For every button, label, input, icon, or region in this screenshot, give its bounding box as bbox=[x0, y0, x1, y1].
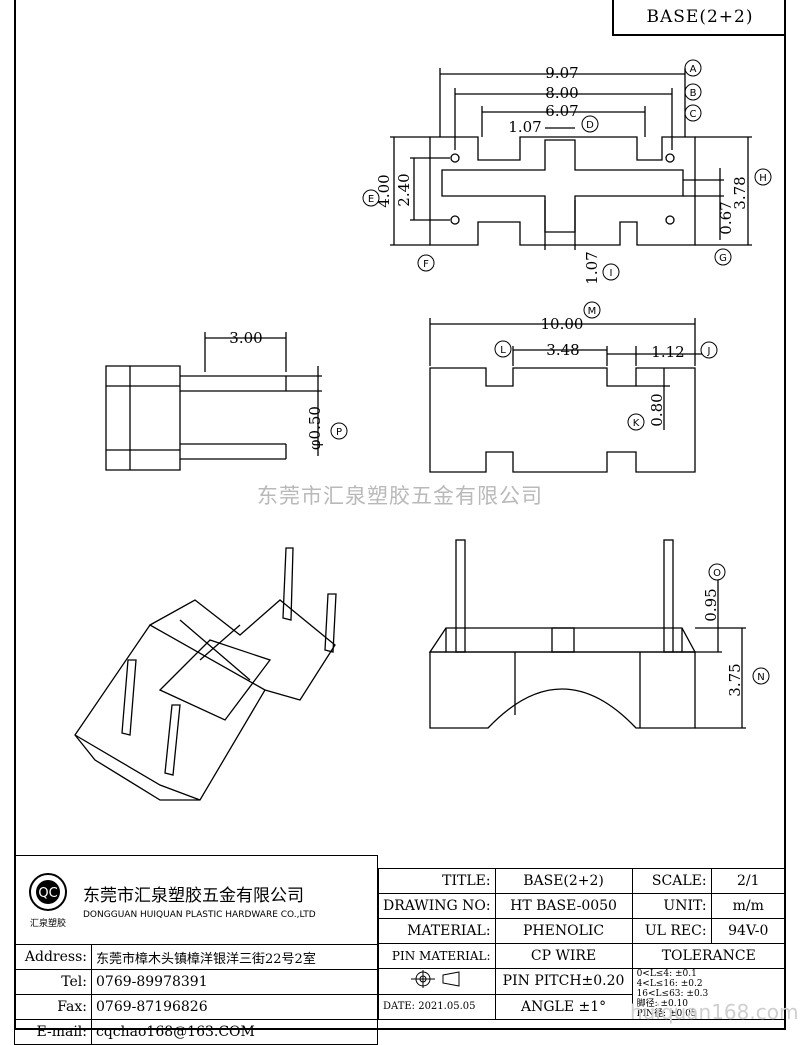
dim-f: 2.40 bbox=[395, 173, 413, 206]
marker-e: E bbox=[368, 194, 374, 205]
marker-h: H bbox=[759, 173, 767, 184]
address-value: 东莞市樟木头镇樟洋银洋三街22号2室 bbox=[91, 944, 378, 970]
marker-b: B bbox=[690, 88, 697, 99]
marker-m: M bbox=[588, 306, 597, 317]
projection-symbol bbox=[378, 968, 496, 995]
top-view-outline bbox=[429, 136, 696, 246]
angle-value: ANGLE ±1° bbox=[494, 993, 633, 1020]
dim-side-dia: φ0.50 bbox=[306, 406, 324, 450]
company-info-block: QC 汇泉塑胶 东莞市汇泉塑胶五金有限公司 DONGGUAN HUIQUAN P… bbox=[14, 855, 378, 1045]
title-value: BASE(2+2) bbox=[494, 868, 633, 894]
logo-mark-icon: QC bbox=[29, 872, 67, 911]
marker-j: J bbox=[707, 346, 711, 357]
drawing-no-label: DRAWING NO: bbox=[378, 893, 496, 919]
url-watermark: huiquan168.com bbox=[630, 1000, 799, 1024]
material-label: MATERIAL: bbox=[378, 918, 496, 944]
email-value: cqchao168@163.COM bbox=[91, 1019, 378, 1045]
dim-side-len: 3.00 bbox=[229, 329, 262, 347]
svg-text:QC: QC bbox=[38, 886, 57, 901]
tol-line2: 4<L≤16: ±0.2 bbox=[636, 979, 703, 989]
pin-material-label: PIN MATERIAL: bbox=[378, 943, 496, 969]
dim-j: 1.12 bbox=[651, 343, 684, 361]
material-value: PHENOLIC bbox=[494, 918, 633, 944]
dim-c: 6.07 bbox=[545, 102, 578, 120]
ul-rec-value: 94V-0 bbox=[710, 918, 787, 944]
tol-pin1: 脚径: ±0.10 bbox=[636, 999, 689, 1009]
dim-d: 1.07 bbox=[508, 118, 541, 136]
date-value: DATE: 2021.05.05 bbox=[378, 993, 496, 1020]
marker-l: L bbox=[500, 345, 506, 356]
fax-value: 0769-87196826 bbox=[91, 994, 378, 1020]
drawing-no-value: HT BASE-0050 bbox=[494, 893, 633, 919]
company-watermark: 东莞市汇泉塑胶五金有限公司 bbox=[257, 484, 543, 508]
marker-a: A bbox=[690, 64, 697, 75]
tol-line3: 16<L≤63: ±0.3 bbox=[636, 989, 709, 999]
dim-n: 3.75 bbox=[726, 663, 744, 696]
pin-material-value: CP WIRE bbox=[494, 943, 633, 969]
projection-icon bbox=[410, 970, 460, 989]
front-view-outline bbox=[429, 367, 696, 473]
title-label: TITLE: bbox=[378, 868, 496, 894]
company-logo: QC 汇泉塑胶 bbox=[19, 872, 77, 929]
elev-view-body bbox=[429, 651, 696, 729]
company-name-en: DONGGUAN HUIQUAN PLASTIC HARDWARE CO.,LT… bbox=[83, 909, 316, 920]
dim-m: 10.00 bbox=[541, 315, 584, 333]
scale-value: 2/1 bbox=[710, 868, 787, 894]
dim-k: 0.80 bbox=[648, 393, 666, 426]
dim-l: 3.48 bbox=[546, 341, 579, 359]
tel-value: 0769-89978391 bbox=[91, 969, 378, 995]
marker-p: P bbox=[336, 427, 342, 438]
marker-g: G bbox=[719, 253, 727, 264]
tel-label: Tel: bbox=[14, 969, 92, 995]
marker-d: D bbox=[586, 120, 594, 131]
marker-n: N bbox=[757, 672, 764, 683]
company-name-cn: 东莞市汇泉塑胶五金有限公司 bbox=[83, 885, 304, 906]
part-code-label: BASE(2+2) bbox=[612, 0, 786, 36]
unit-label: UNIT: bbox=[631, 893, 712, 919]
dim-g: 0.67 bbox=[717, 201, 735, 234]
dim-i: 1.07 bbox=[583, 251, 601, 284]
drawing-frame bbox=[14, 0, 786, 1030]
marker-c: C bbox=[690, 109, 697, 120]
technical-drawing: A B C D E F G H I P M L J K O N 9.07 8.0… bbox=[74, 59, 772, 801]
scale-label: SCALE: bbox=[631, 868, 712, 894]
marker-k: K bbox=[633, 418, 640, 429]
dim-a: 9.07 bbox=[545, 64, 578, 82]
dim-b: 8.00 bbox=[545, 84, 578, 102]
tol-line1: 0<L≤4: ±0.1 bbox=[636, 969, 697, 979]
pin-pitch: PIN PITCH±0.20 bbox=[494, 968, 633, 995]
marker-i: I bbox=[610, 268, 613, 279]
email-label: E-mail: bbox=[14, 1019, 92, 1045]
unit-value: m/m bbox=[710, 893, 787, 919]
marker-f: F bbox=[423, 259, 429, 270]
dim-h: 3.78 bbox=[731, 176, 749, 209]
dim-e: 4.00 bbox=[375, 174, 393, 207]
fax-label: Fax: bbox=[14, 994, 92, 1020]
ul-rec-label: UL REC: bbox=[631, 918, 712, 944]
side-view-body bbox=[105, 365, 181, 471]
title-info-block: TITLE: BASE(2+2) SCALE: 2/1 DRAWING NO: … bbox=[378, 868, 787, 1020]
tol-pin2: PIN径: ±0.05 bbox=[636, 1009, 697, 1019]
dim-o: 0.95 bbox=[702, 588, 720, 621]
tolerance-label: TOLERANCE bbox=[631, 943, 787, 969]
address-label: Address: bbox=[14, 944, 92, 970]
logo-text: 汇泉塑胶 bbox=[29, 918, 66, 929]
marker-o: O bbox=[713, 568, 721, 579]
